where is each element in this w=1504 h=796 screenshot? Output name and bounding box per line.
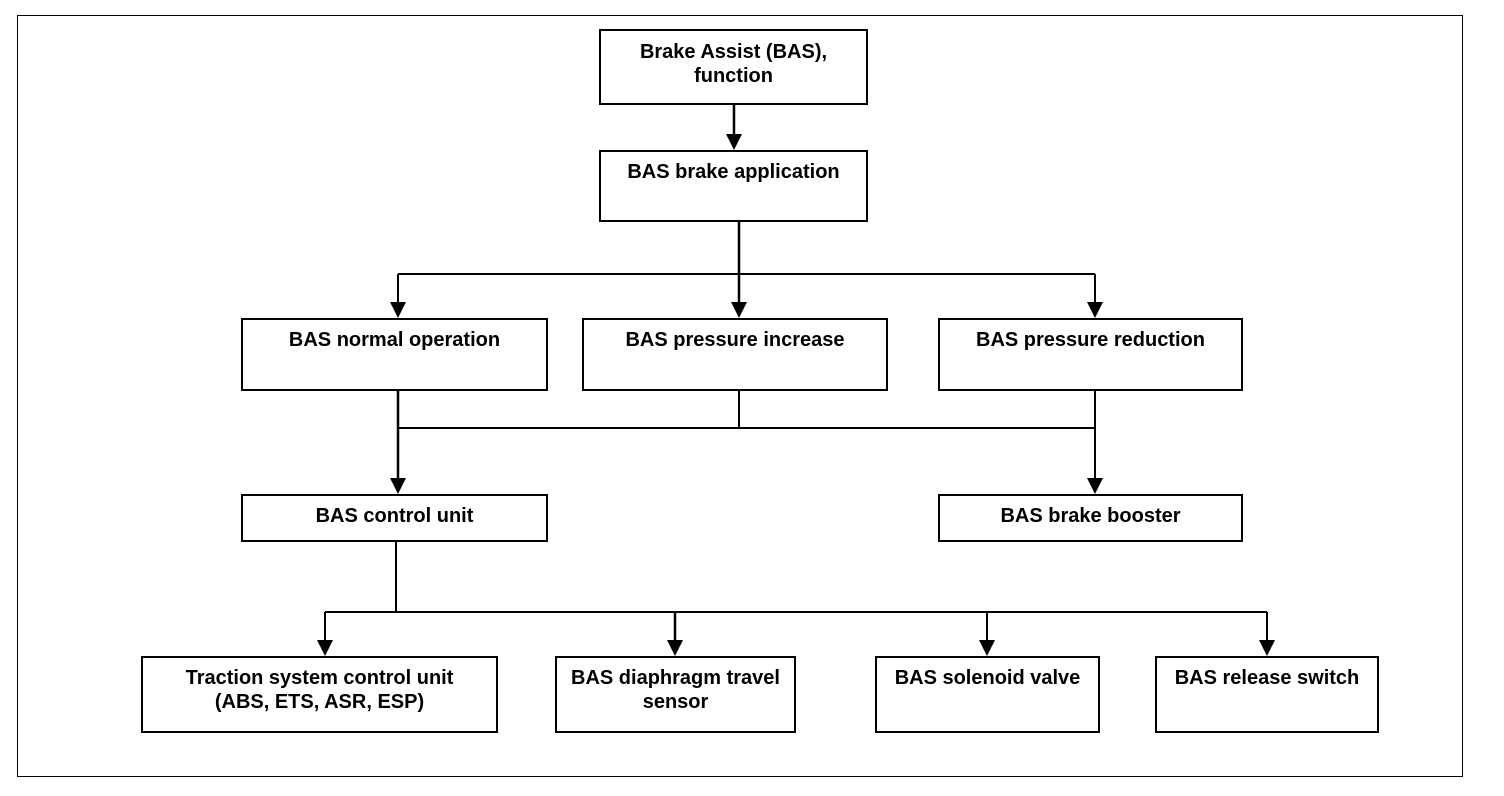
- node-label-line: Brake Assist (BAS),: [639, 41, 828, 63]
- node-brake-booster: BAS brake booster: [938, 494, 1243, 542]
- node-label-line: BAS release switch: [1174, 667, 1360, 689]
- node-control-unit: BAS control unit: [241, 494, 548, 542]
- node-label-line: BAS control unit: [315, 505, 474, 527]
- diagram-frame: [17, 15, 1463, 777]
- node-release-switch: BAS release switch: [1155, 656, 1379, 733]
- arrowhead-reduction: [1087, 302, 1103, 318]
- arrowhead-diaphragm: [667, 640, 683, 656]
- node-brake-assist-function: Brake Assist (BAS), function: [599, 29, 868, 105]
- node-pressure-reduction: BAS pressure reduction: [938, 318, 1243, 391]
- arrowhead-solenoid: [979, 640, 995, 656]
- node-label-line: Traction system control unit: [185, 667, 454, 689]
- node-label-line: BAS solenoid valve: [894, 667, 1081, 689]
- node-diaphragm-travel-sensor: BAS diaphragm travel sensor: [555, 656, 796, 733]
- node-label-line: BAS brake application: [627, 161, 840, 183]
- node-label-line: function: [694, 65, 773, 87]
- node-solenoid-valve: BAS solenoid valve: [875, 656, 1100, 733]
- arrowhead-application: [726, 134, 742, 150]
- node-label-line: BAS pressure reduction: [976, 329, 1205, 351]
- arrowhead-control-unit: [390, 478, 406, 494]
- node-traction-control-unit: Traction system control unit (ABS, ETS, …: [141, 656, 498, 733]
- node-label-line: (ABS, ETS, ASR, ESP): [214, 691, 425, 713]
- node-brake-application: BAS brake application: [599, 150, 868, 222]
- arrowhead-booster: [1087, 478, 1103, 494]
- arrowhead-release: [1259, 640, 1275, 656]
- node-pressure-increase: BAS pressure increase: [582, 318, 888, 391]
- node-label-line: BAS pressure increase: [625, 329, 845, 351]
- node-label-line: BAS brake booster: [1000, 505, 1181, 527]
- node-normal-operation: BAS normal operation: [241, 318, 548, 391]
- node-label-line: BAS normal operation: [288, 329, 501, 351]
- node-label-line: sensor: [642, 691, 709, 713]
- arrowhead-traction: [317, 640, 333, 656]
- arrowhead-increase: [731, 302, 747, 318]
- arrowhead-normal: [390, 302, 406, 318]
- node-label-line: BAS diaphragm travel: [571, 667, 780, 689]
